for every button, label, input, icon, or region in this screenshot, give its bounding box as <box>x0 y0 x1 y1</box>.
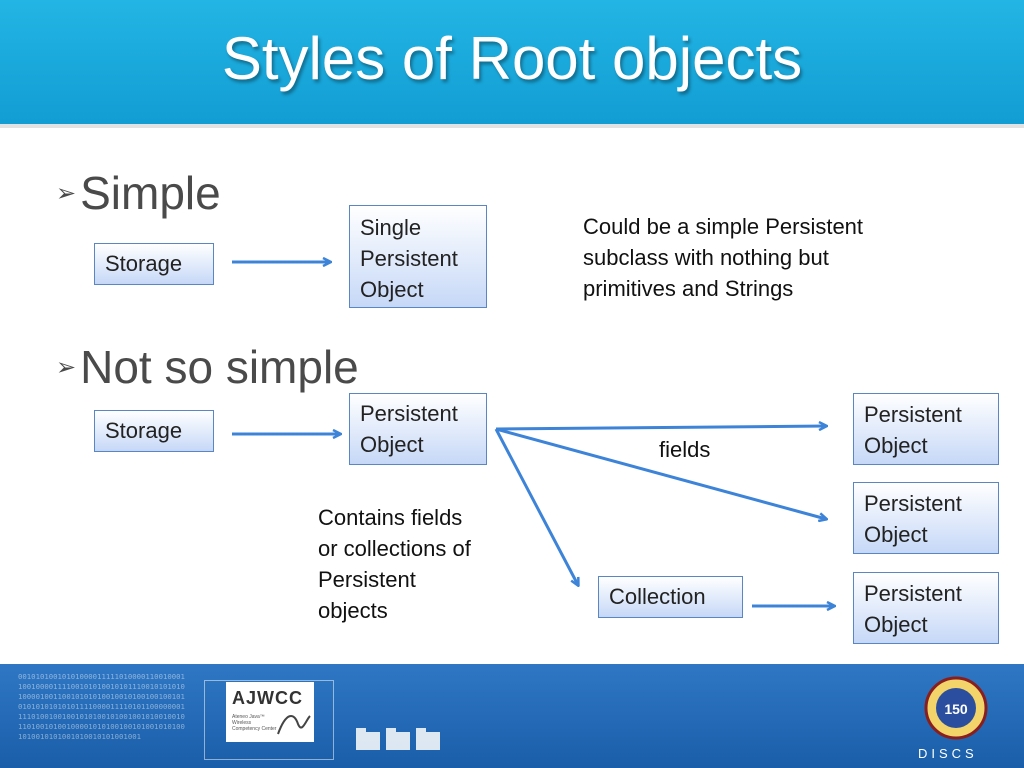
footer-band: 0010101001010100001111101000011001000110… <box>0 664 1024 768</box>
title-bar: Styles of Root objects <box>0 0 1024 128</box>
note-line: Could be a simple Persistent <box>583 214 864 239</box>
storage-box-simple: Storage <box>94 243 214 285</box>
folder-icon <box>356 728 380 750</box>
logo-frame <box>204 680 334 760</box>
note-line: Contains fields <box>318 505 463 530</box>
bullet-simple-label: Simple <box>80 167 221 219</box>
binary-pattern: 0010101001010100001111101000011001000110… <box>18 672 185 741</box>
folder-icon <box>416 728 440 750</box>
arrow-to-child-object-1 <box>495 426 826 429</box>
box-line: Single <box>360 215 422 240</box>
child-persistent-object-box-1: Persistent Object <box>853 393 999 465</box>
storage-label: Storage <box>105 251 183 276</box>
logo-text: AJWCC <box>232 688 303 708</box>
bullet-arrow-icon: ➢ <box>56 354 77 382</box>
folder-icon <box>386 728 410 750</box>
bullet-simple: ➢Simple <box>56 166 221 220</box>
box-line: Persistent <box>864 491 962 516</box>
box-line: Object <box>864 612 928 637</box>
simple-note: Could be a simple Persistent subclass wi… <box>583 211 863 304</box>
arrow-to-child-object-2 <box>495 427 826 519</box>
note-line: primitives and Strings <box>583 276 794 301</box>
storage-box-complex: Storage <box>94 410 214 452</box>
child-persistent-object-box-3: Persistent Object <box>853 572 999 644</box>
note-line: objects <box>318 598 388 623</box>
seal-year: 150 <box>944 701 968 717</box>
collection-box: Collection <box>598 576 743 618</box>
ajwcc-logo: AJWCC Ateneo Java™ Wireless Competency C… <box>226 682 314 742</box>
bullet-arrow-icon: ➢ <box>56 180 77 208</box>
box-line: Object <box>360 277 424 302</box>
box-line: Persistent <box>864 402 962 427</box>
single-persistent-object-box: Single Persistent Object <box>349 205 487 308</box>
box-line: Object <box>360 432 424 457</box>
discs-label: DISCS <box>918 746 978 761</box>
box-line: Persistent <box>360 246 458 271</box>
logo-subtext: Ateneo Java™ Wireless Competency Center <box>232 714 277 732</box>
arrow-to-collection <box>494 428 578 585</box>
bullet-not-so-simple-label: Not so simple <box>80 341 359 393</box>
note-line: Persistent <box>318 567 416 592</box>
bullet-not-so-simple: ➢Not so simple <box>56 340 359 394</box>
note-line: subclass with nothing but <box>583 245 829 270</box>
note-line: or collections of <box>318 536 471 561</box>
box-line: Object <box>864 522 928 547</box>
logo-wave-icon <box>277 715 311 735</box>
ateneo-seal-icon: 150 <box>924 676 988 740</box>
collection-label: Collection <box>609 584 706 609</box>
slide-title: Styles of Root objects <box>221 25 803 92</box>
box-line: Object <box>864 433 928 458</box>
box-line: Persistent <box>864 581 962 606</box>
root-persistent-object-box: Persistent Object <box>349 393 487 465</box>
complex-note: Contains fields or collections of Persis… <box>318 502 471 626</box>
fields-label: fields <box>659 437 711 462</box>
storage-label: Storage <box>105 418 183 443</box>
box-line: Persistent <box>360 401 458 426</box>
child-persistent-object-box-2: Persistent Object <box>853 482 999 554</box>
